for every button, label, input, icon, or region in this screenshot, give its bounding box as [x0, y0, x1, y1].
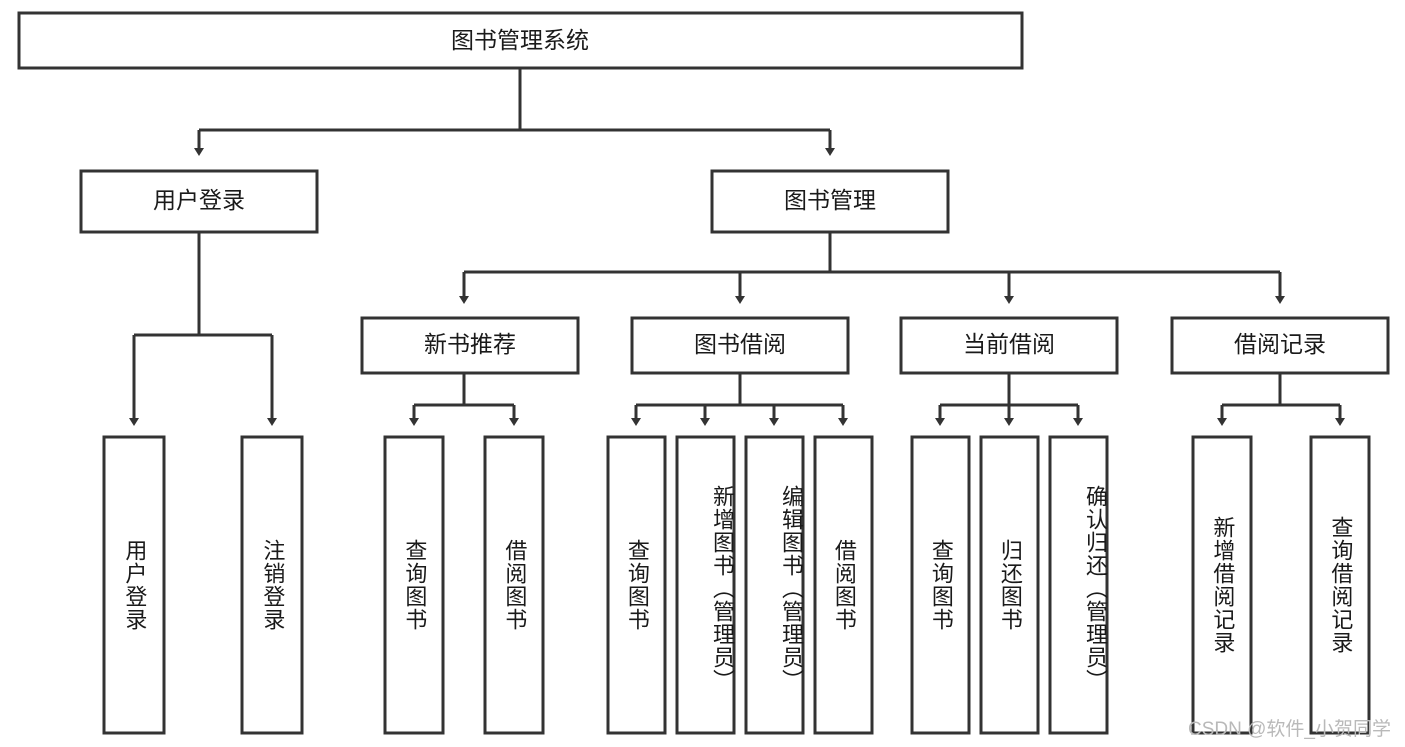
node-leaf-query-book-3-box[interactable]	[910, 435, 971, 735]
node-leaf-return-book-box[interactable]	[979, 435, 1040, 735]
node-borrow-record-label: 借阅记录	[1234, 331, 1326, 357]
node-book-borrow-label: 图书借阅	[694, 331, 786, 357]
node-leaf-edit-book-box[interactable]	[744, 435, 805, 735]
connector-layer	[129, 68, 1345, 426]
node-leaf-query-book-1-box[interactable]	[383, 435, 445, 735]
node-current-borrow-box[interactable]	[899, 316, 1119, 375]
node-root-box[interactable]	[17, 11, 1024, 70]
node-root-label: 图书管理系统	[451, 27, 589, 53]
node-book-management-box[interactable]	[710, 169, 950, 234]
node-leaf-logout-login-box[interactable]	[240, 435, 304, 735]
node-user-login-box[interactable]	[79, 169, 319, 234]
node-leaf-borrow-book-2-box[interactable]	[813, 435, 874, 735]
node-leaf-query-book-2-box[interactable]	[606, 435, 667, 735]
node-new-book-recommend-label: 新书推荐	[424, 331, 516, 357]
node-leaf-confirm-return-box[interactable]	[1048, 435, 1109, 735]
node-leaf-user-login-box[interactable]	[102, 435, 166, 735]
node-current-borrow-label: 当前借阅	[963, 331, 1055, 357]
node-new-book-recommend-box[interactable]	[360, 316, 580, 375]
node-leaf-add-book-box[interactable]	[675, 435, 736, 735]
node-book-borrow-box[interactable]	[630, 316, 850, 375]
node-layer: 图书管理系统 用户登录 图书管理 新书推荐 图书借阅 当前借阅 借阅记录	[17, 11, 1390, 735]
node-user-login-label: 用户登录	[153, 187, 245, 213]
node-leaf-borrow-book-1-box[interactable]	[483, 435, 545, 735]
node-borrow-record-box[interactable]	[1170, 316, 1390, 375]
node-leaf-query-record-box[interactable]	[1309, 435, 1371, 735]
node-book-management-label: 图书管理	[784, 187, 876, 213]
node-leaf-add-record-box[interactable]	[1191, 435, 1253, 735]
